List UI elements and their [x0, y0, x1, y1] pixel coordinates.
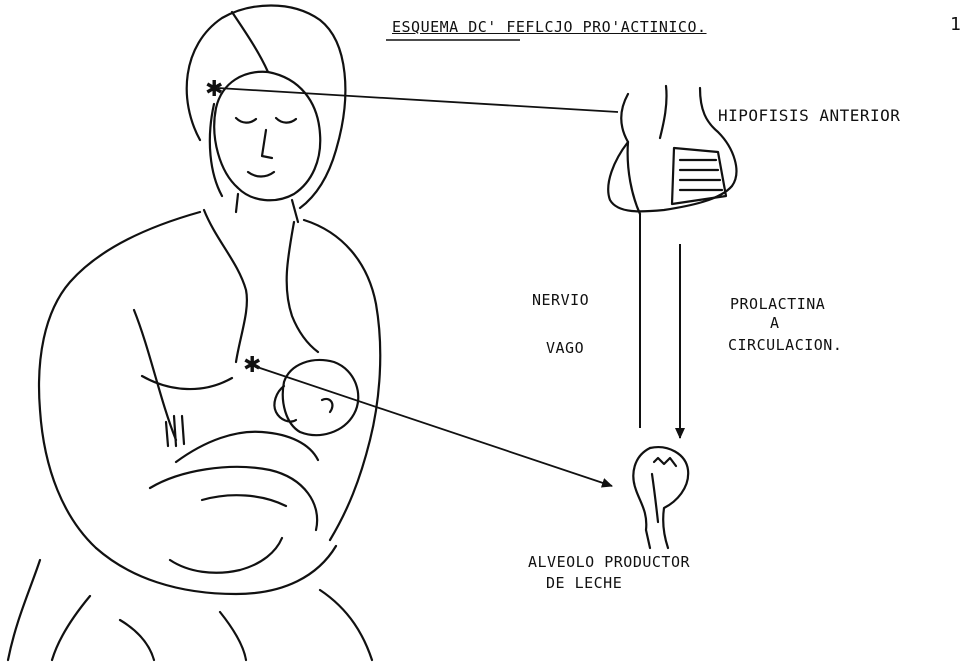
mother-lap-left: [8, 560, 40, 660]
mother-hair: [187, 6, 346, 209]
nipple-to-alveolus-arrow: [254, 366, 612, 486]
mother-hand: [170, 538, 282, 573]
mother-lap-mid: [52, 596, 90, 660]
mother-lap-right: [320, 590, 372, 660]
hormone-label-line2: A: [770, 314, 780, 332]
hormone-label-line3: CIRCULACION.: [728, 336, 842, 354]
diagram-title: ESQUEMA DC' FEFLCJO PRO'ACTINICO.: [392, 18, 707, 36]
brain-to-pituitary-line: [218, 88, 618, 112]
mother-eye-left: [236, 118, 256, 123]
baby-blanket-fold: [202, 495, 286, 506]
garment-neckline: [204, 210, 247, 362]
mother-knee: [220, 612, 246, 660]
mother-right-shoulder: [304, 220, 380, 540]
pituitary-label: HIPOFISIS ANTERIOR: [718, 106, 900, 125]
hormone-label-line1: PROLACTINA: [730, 295, 825, 313]
nerve-label-line2: VAGO: [546, 339, 584, 357]
hair-parting-line: [232, 12, 268, 72]
alveolus-label-line2: DE LECHE: [546, 574, 622, 592]
mother-lap-fold: [120, 620, 154, 660]
mother-nose: [262, 130, 272, 158]
garment-neckline-right: [287, 222, 318, 352]
mother-left-shoulder: [39, 212, 200, 548]
hair-inner-line: [210, 104, 222, 196]
mother-neck-right: [292, 200, 298, 222]
milk-alveolus: [633, 447, 688, 548]
nerve-label-line1: NERVIO: [532, 291, 589, 309]
mother-figure: [8, 6, 380, 661]
nipple-stimulus-star: ✱: [243, 353, 261, 378]
mother-eye-right: [276, 118, 296, 123]
baby-blanket-body: [150, 467, 317, 530]
mother-mouth: [248, 172, 274, 177]
mother-neck-left: [236, 194, 238, 212]
baby-ear: [322, 399, 332, 412]
baby-blanket-top: [176, 432, 318, 462]
alveolus-label-line1: ALVEOLO PRODUCTOR: [528, 553, 690, 571]
head-stimulus-star: ✱: [205, 77, 223, 102]
mother-body-left: [134, 310, 176, 440]
page-number: 1: [950, 14, 961, 35]
mother-cradling-arm: [96, 546, 336, 594]
pituitary-stalk-left: [628, 142, 640, 214]
baby-face: [274, 386, 296, 422]
